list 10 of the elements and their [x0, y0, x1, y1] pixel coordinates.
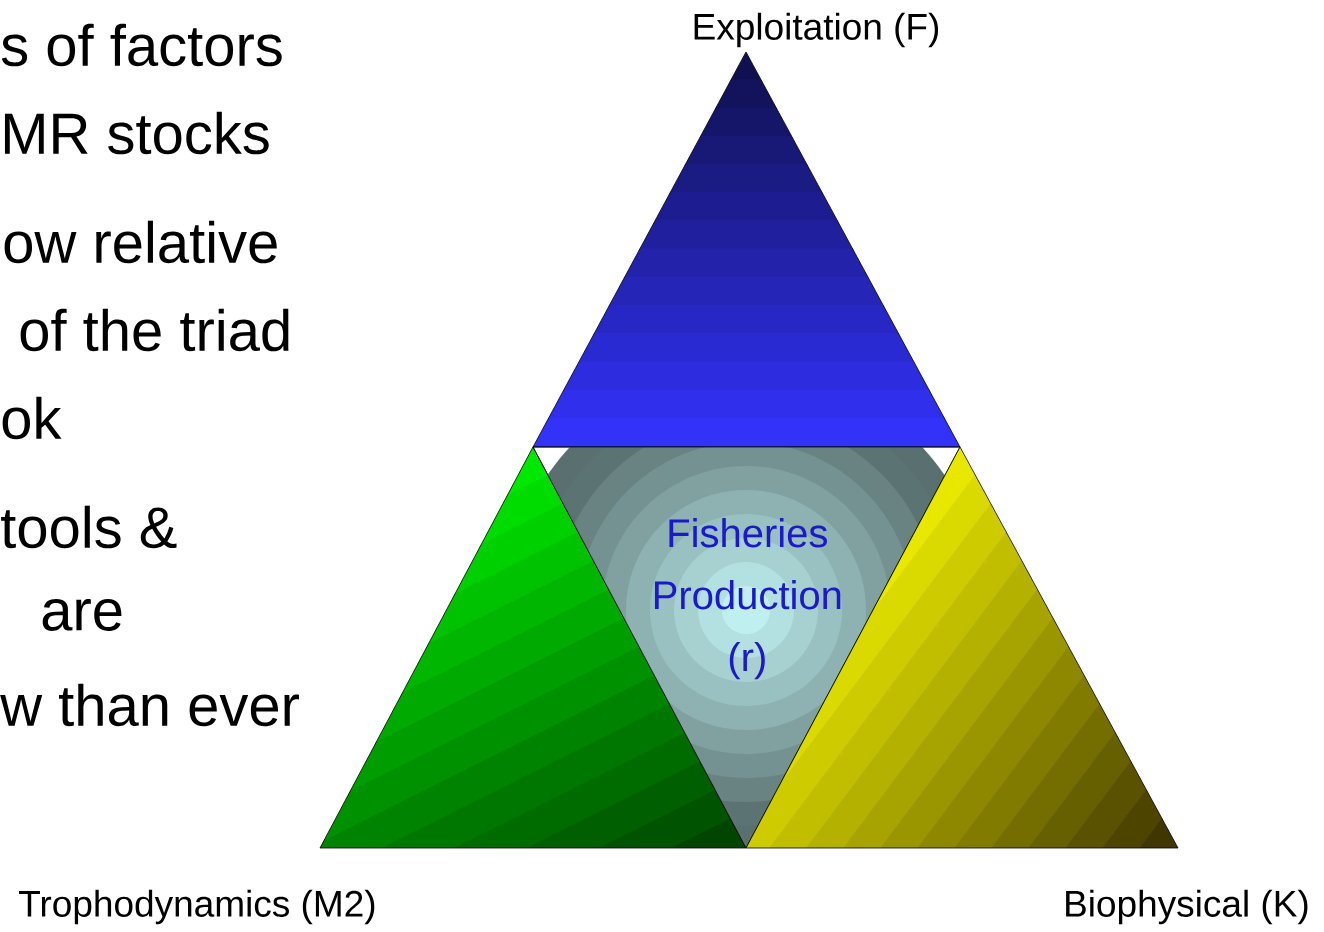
triangle: Exploitation (F): [532, 12, 961, 448]
bullet-text: MR stocks: [4, 111, 269, 155]
bullet-text: ok: [2, 396, 62, 440]
bullet-text: s of factors: [1, 23, 282, 67]
bullet-text: tools &: [1, 505, 177, 549]
bullet-text: ow relative: [4, 220, 277, 264]
bullet-text: w than ever: [0, 683, 299, 727]
bullet-text: are: [42, 599, 122, 631]
node-label: Trophodynamics (M2): [19, 889, 375, 925]
node-label: Exploitation (F): [694, 12, 939, 48]
